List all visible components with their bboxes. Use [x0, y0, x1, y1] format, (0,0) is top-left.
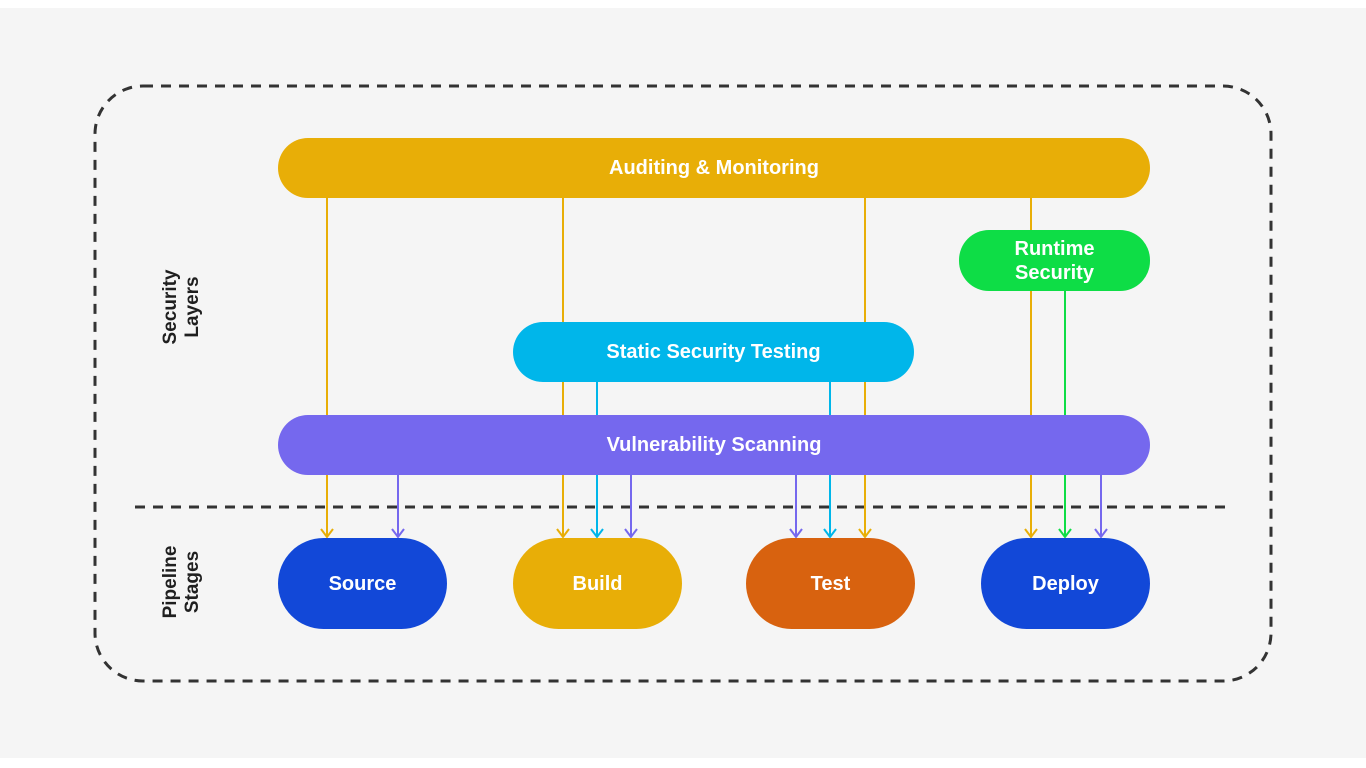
- deploy-stage: Deploy: [981, 538, 1150, 629]
- build-stage-label: Build: [572, 572, 623, 595]
- vulnerability-scanning-layer: Vulnerability Scanning: [278, 415, 1150, 475]
- test-stage-label: Test: [810, 572, 851, 595]
- runtime-security-label-line2: Security: [1015, 261, 1094, 284]
- security-layers-label-line1: Security: [160, 269, 182, 345]
- source-stage: Source: [278, 538, 447, 629]
- test-stage: Test: [746, 538, 915, 629]
- auditing-monitoring-layer: Auditing & Monitoring: [278, 138, 1150, 198]
- source-stage-label: Source: [328, 572, 397, 595]
- diagram-background: [0, 8, 1366, 758]
- static-security-testing-label: Static Security Testing: [606, 341, 821, 363]
- security-layers-label: Security Layers: [160, 270, 204, 345]
- static-security-testing-layer: Static Security Testing: [513, 322, 914, 382]
- build-stage: Build: [513, 538, 682, 629]
- pipeline-stages-label: Pipeline Stages: [160, 546, 204, 619]
- pipeline-stages-label-line2: Stages: [182, 550, 203, 614]
- runtime-security-layer: Runtime Security: [959, 230, 1150, 291]
- security-layers-label-line2: Layers: [182, 276, 203, 338]
- vulnerability-scanning-label: Vulnerability Scanning: [606, 434, 822, 456]
- deploy-stage-label: Deploy: [1032, 572, 1099, 595]
- auditing-monitoring-label: Auditing & Monitoring: [609, 157, 819, 179]
- runtime-security-label-line1: Runtime: [1014, 237, 1095, 260]
- pipeline-stages-label-line1: Pipeline: [160, 545, 182, 619]
- dashed-border: [93, 84, 1273, 683]
